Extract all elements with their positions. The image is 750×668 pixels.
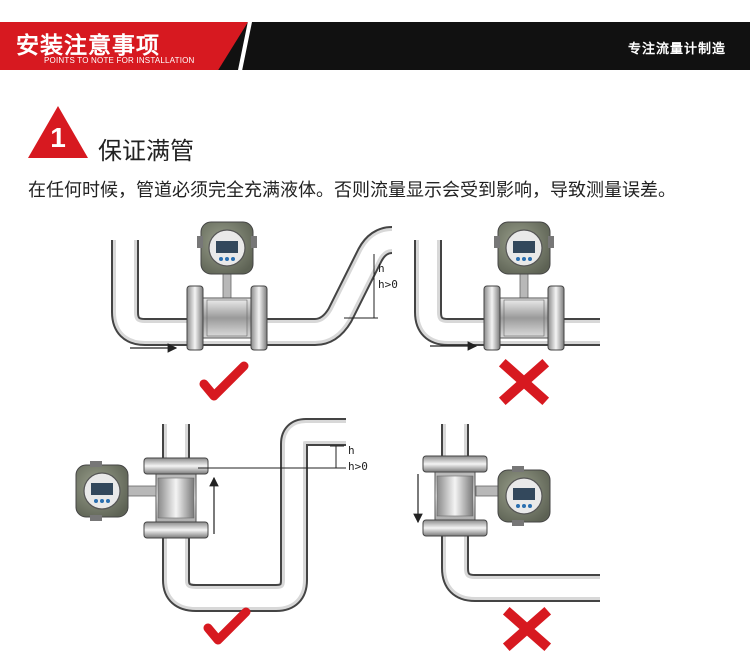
section-number-badge: 1 xyxy=(28,106,88,158)
wrong-x-icon xyxy=(498,358,550,406)
correct-check-icon xyxy=(199,361,249,401)
section-description: 在任何时候，管道必须完全充满液体。否则流量显示会受到影响，导致测量误差。 xyxy=(28,180,676,201)
label-h: h xyxy=(348,444,355,457)
label-condition: h>0 xyxy=(348,460,368,473)
diagram-top-left: h h>0 xyxy=(111,221,398,401)
header-red-block xyxy=(0,22,248,70)
wrong-x-icon xyxy=(502,606,552,652)
section-number: 1 xyxy=(50,122,66,153)
brand-slogan: 专注流量计制造 xyxy=(627,42,726,57)
label-condition: h>0 xyxy=(378,278,398,291)
page-subtitle: POINTS TO NOTE FOR INSTALLATION xyxy=(44,56,195,65)
diagram-bottom-right xyxy=(413,424,600,652)
label-h: h xyxy=(378,262,385,275)
diagram-top-right xyxy=(414,221,600,406)
page-title: 安装注意事项 xyxy=(16,33,160,59)
diagram-bottom-left: h h>0 xyxy=(75,418,368,645)
correct-check-icon xyxy=(203,607,251,645)
section-title: 保证满管 xyxy=(98,137,194,165)
